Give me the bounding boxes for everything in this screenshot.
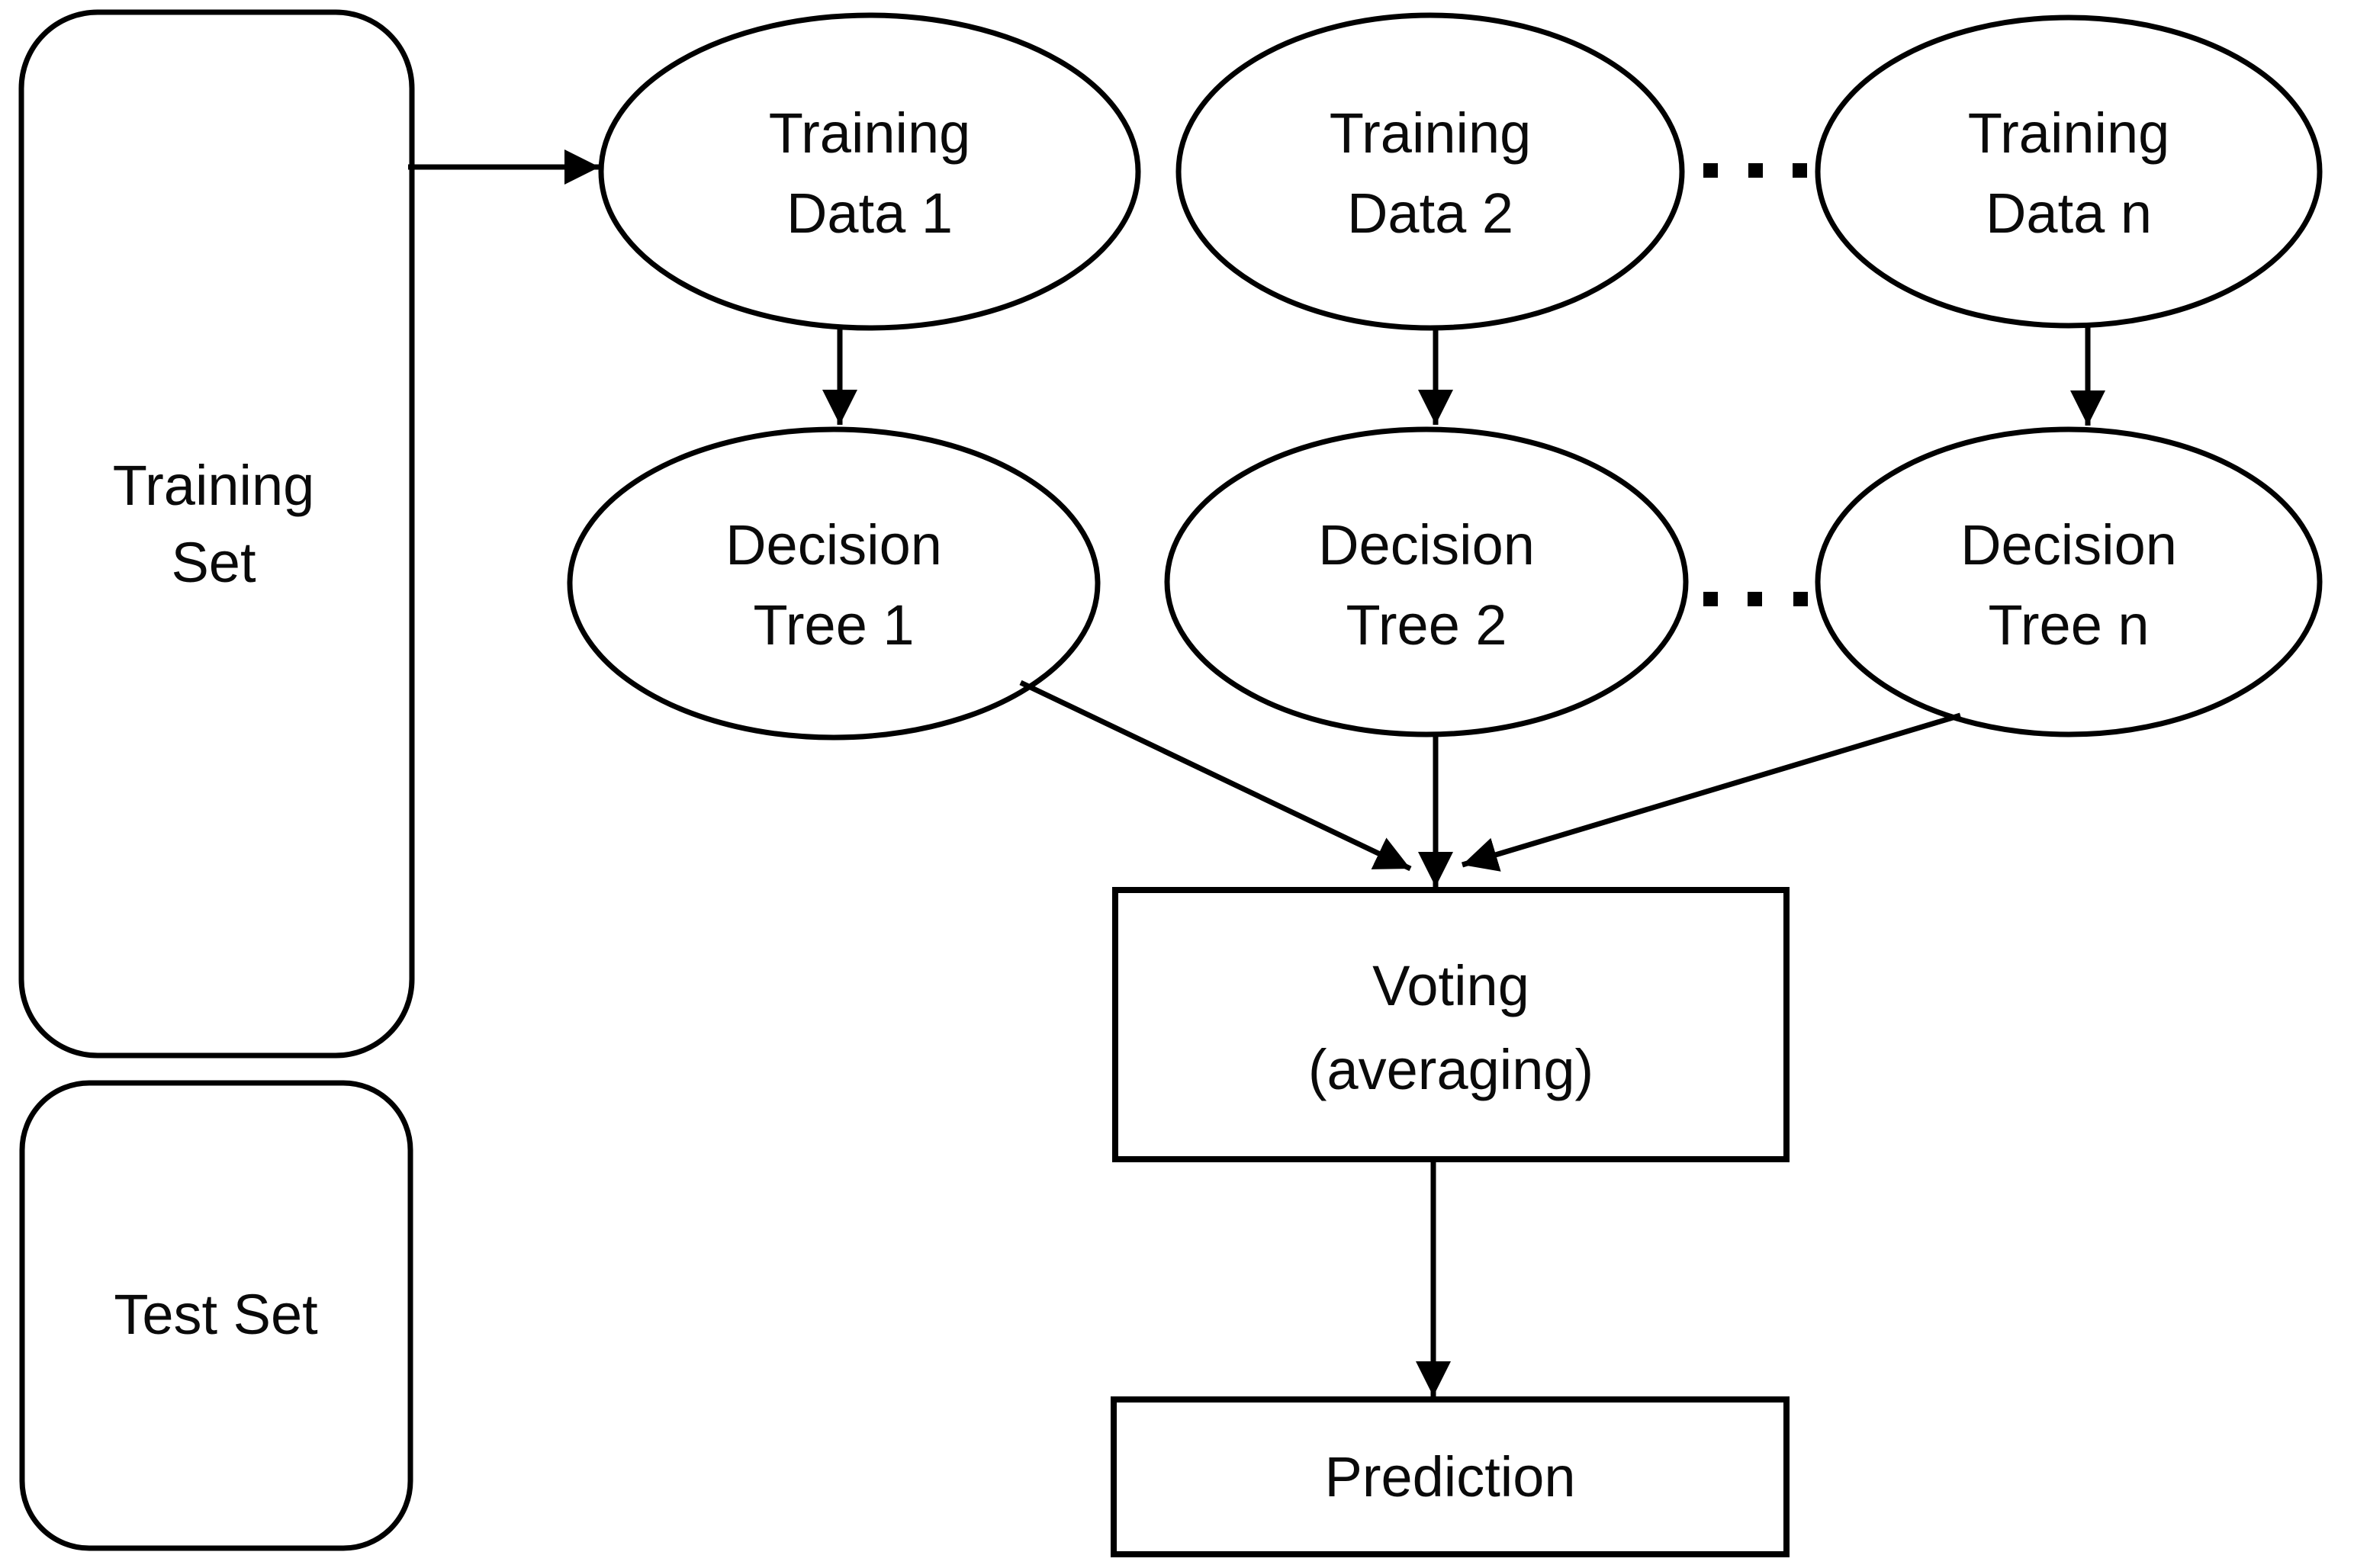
- decision-tree-n-ellipse: [1815, 426, 2323, 737]
- decision-tree-1-ellipse: [567, 426, 1101, 741]
- training-set-label-line2: Set: [171, 531, 256, 594]
- prediction-box: [1111, 1396, 1790, 1557]
- training-data-n-label-line1: Training: [1968, 101, 2170, 165]
- training-data-n-label-line2: Data n: [1986, 182, 2152, 245]
- arrow-decisiontreen-to-voting: [1461, 712, 1962, 872]
- test-set-box: [19, 1080, 413, 1551]
- voting-label-line2: (averaging): [1308, 1038, 1593, 1101]
- test-set-label: Test Set: [114, 1283, 318, 1346]
- arrow-decisiontree1-to-voting: [1019, 680, 1412, 872]
- training-data-2-label-line1: Training: [1330, 101, 1532, 165]
- ellipsis-dots-top: [1703, 163, 1807, 178]
- voting-label-line1: Voting: [1372, 954, 1529, 1017]
- decision-tree-n-label-line2: Tree n: [1988, 593, 2149, 657]
- prediction-label: Prediction: [1324, 1445, 1575, 1509]
- decision-tree-2-label-line2: Tree 2: [1346, 593, 1507, 657]
- ellipsis-dots-middle: [1703, 592, 1808, 606]
- decision-tree-2-label-line1: Decision: [1318, 513, 1535, 577]
- training-data-1-label-line1: Training: [769, 101, 971, 165]
- training-data-2-label-line2: Data 2: [1347, 182, 1513, 245]
- voting-box: [1112, 887, 1790, 1162]
- decision-tree-n-label-line1: Decision: [1960, 513, 2177, 577]
- decision-tree-1-label-line2: Tree 1: [753, 593, 914, 657]
- training-data-2-ellipse: [1175, 12, 1685, 331]
- training-data-n-ellipse: [1815, 14, 2323, 329]
- training-set-label-line1: Training: [113, 454, 315, 517]
- training-data-1-label-line2: Data 1: [786, 182, 953, 245]
- decision-tree-1-label-line1: Decision: [725, 513, 942, 577]
- decision-tree-2-ellipse: [1164, 426, 1689, 737]
- training-data-1-ellipse: [598, 12, 1141, 331]
- training-set-box: [18, 9, 415, 1059]
